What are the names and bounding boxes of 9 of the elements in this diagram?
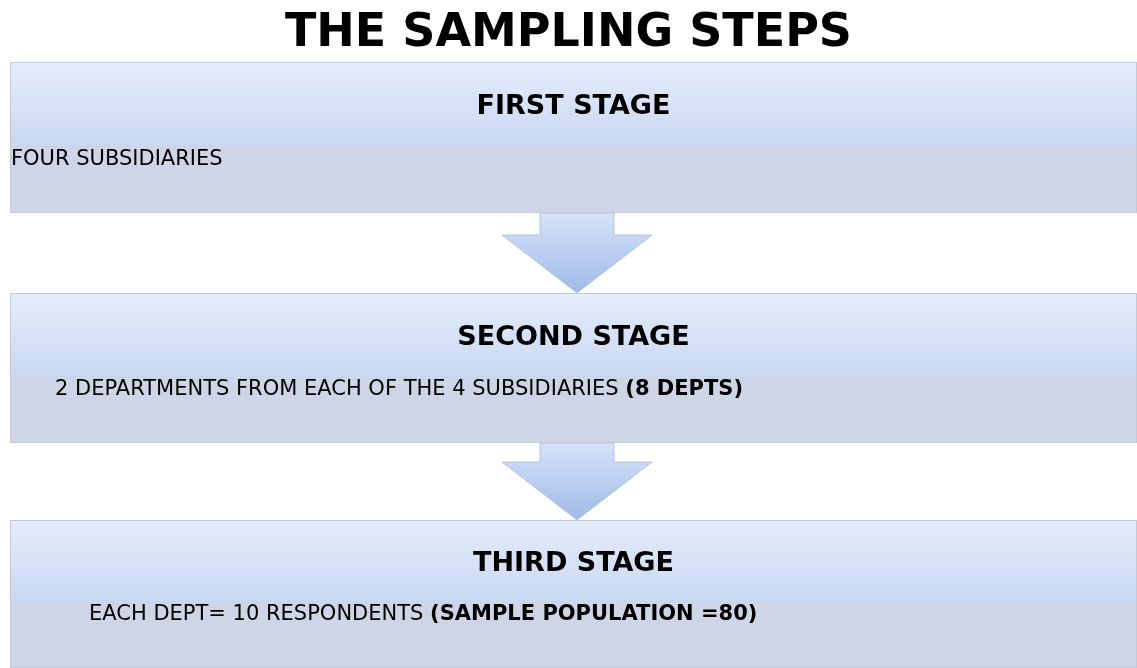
diagram-title: THE SAMPLING STEPS — [284, 2, 853, 58]
stage-box — [10, 520, 1137, 668]
stage-heading: THIRD STAGE — [11, 521, 1136, 601]
stage-box — [10, 293, 1137, 443]
block-arrow — [501, 212, 653, 294]
stage-heading: SECOND STAGE — [11, 294, 1136, 376]
stage-heading: FIRST STAGE — [11, 63, 1136, 146]
stage-box — [10, 62, 1137, 213]
block-arrow — [501, 442, 653, 521]
